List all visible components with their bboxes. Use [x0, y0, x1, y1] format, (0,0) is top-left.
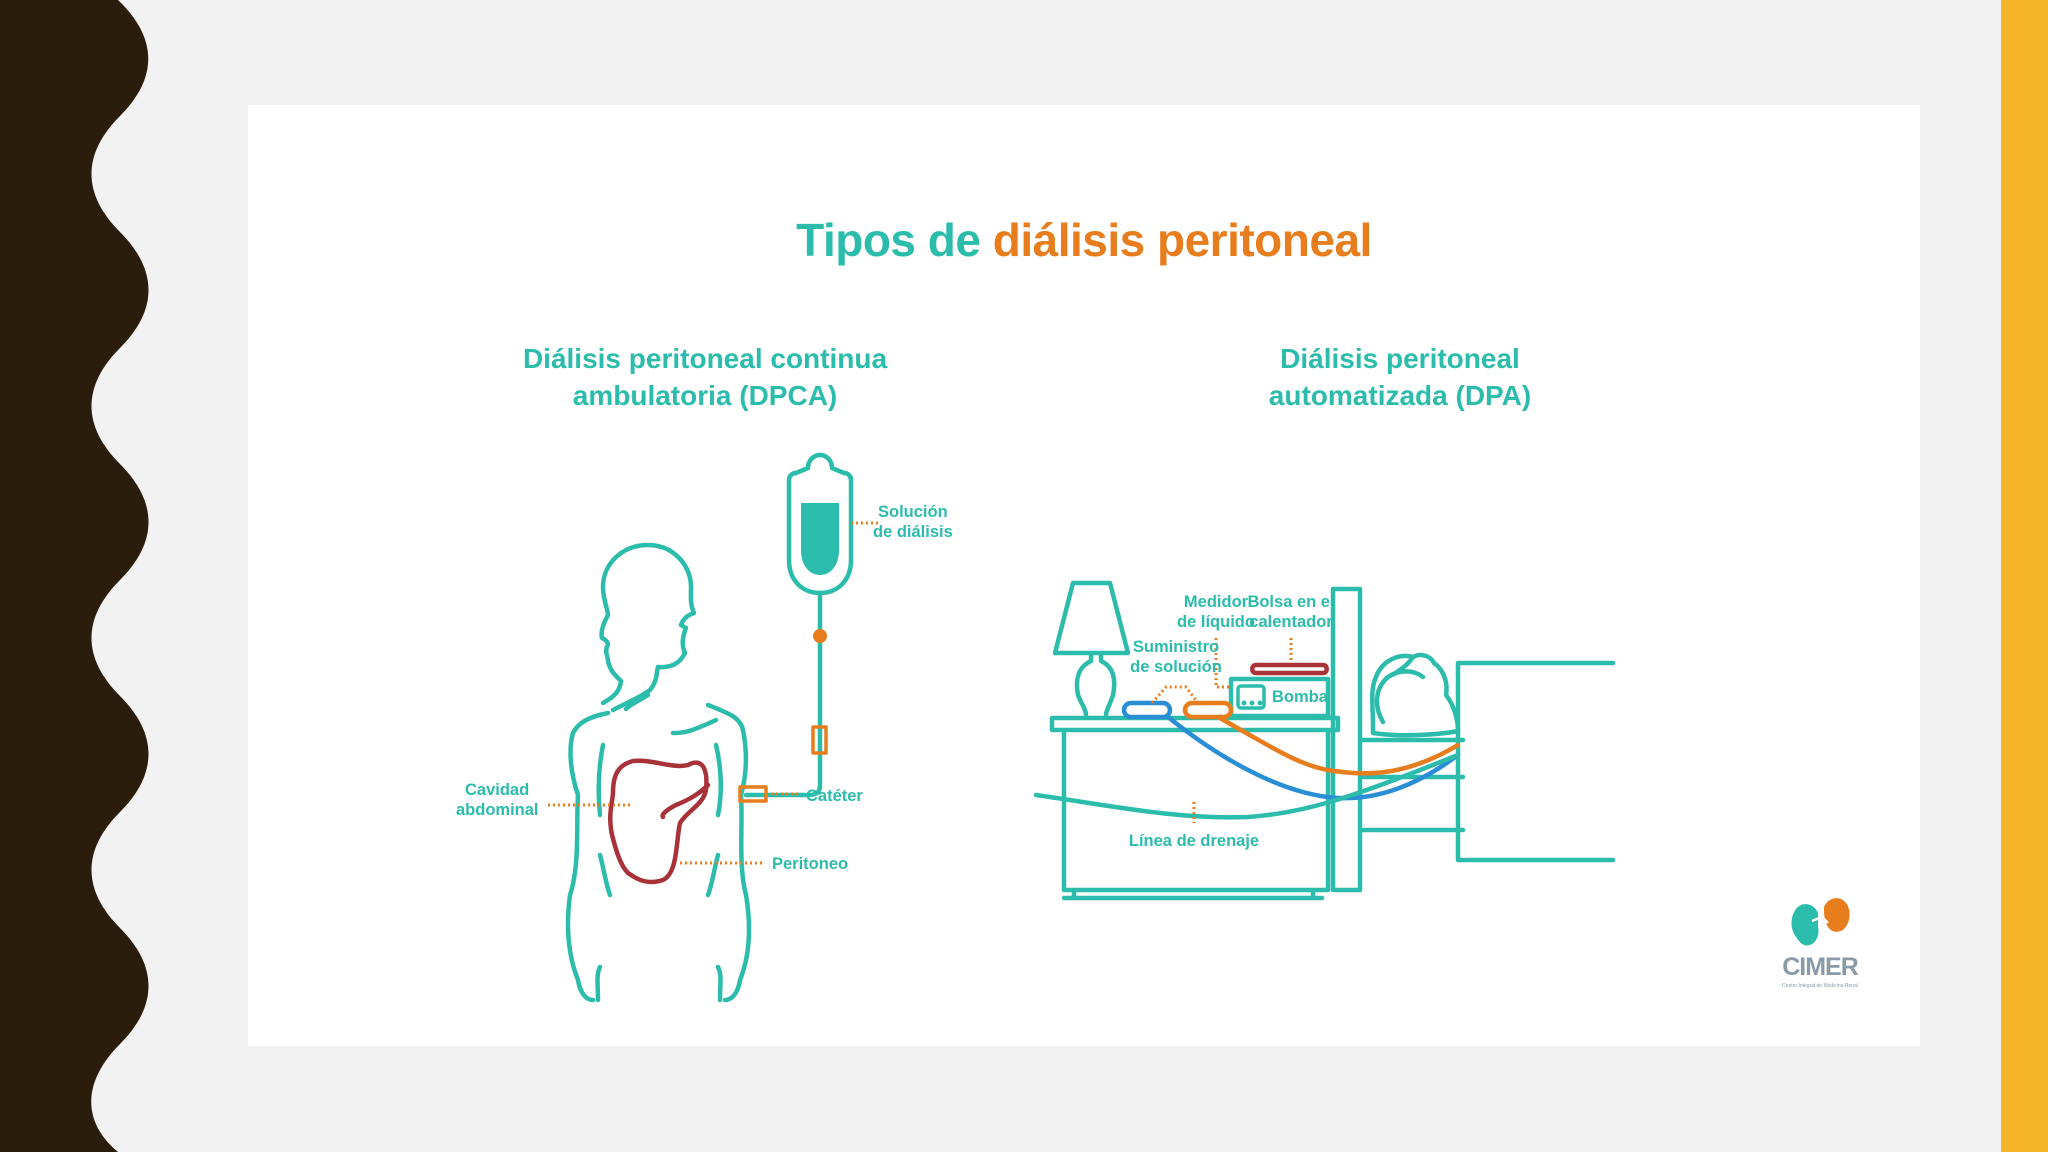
patient-head	[1370, 652, 1461, 738]
catheter-clamp	[811, 725, 828, 755]
dialysis-diagram: Solución de diálisis Catéter Cavidad abd…	[456, 452, 1616, 1003]
warmer-bag	[1250, 662, 1329, 676]
lamp-shade	[1052, 580, 1131, 656]
dpca-heading-line2: ambulatoria (DPCA)	[572, 380, 838, 411]
lamp-base	[1074, 650, 1117, 718]
drip-chamber	[813, 629, 827, 643]
label-medidor-1: Medidor	[1184, 593, 1249, 611]
peritoneum-outline	[608, 758, 709, 885]
label-medidor-2: de líquido	[1177, 613, 1255, 631]
dpca-heading-line1: Diálisis peritoneal continua	[522, 343, 888, 374]
tube-orange	[1215, 714, 1461, 776]
label-linea-drenaje: Línea de drenaje	[1129, 832, 1259, 850]
dpca-leader-lines	[548, 521, 878, 865]
accent-bar	[2001, 0, 2048, 1152]
label-solucion-1: Solución	[878, 503, 948, 521]
headboard	[1330, 586, 1363, 893]
dpa-heading-line1: Diálisis peritoneal	[1280, 343, 1520, 374]
dialysis-machine	[1228, 676, 1331, 719]
label-bolsa-2: calentador	[1249, 613, 1333, 631]
slide-title: Tipos de diálisis peritoneal	[248, 213, 1920, 267]
label-bomba: Bomba	[1272, 688, 1329, 706]
cimer-logo-icon	[1791, 898, 1850, 946]
dpa-heading-line2: automatizada (DPA)	[1268, 380, 1532, 411]
slide-card: Tipos de diálisis peritoneal Diálisis pe…	[248, 105, 1920, 1046]
machine-screen	[1236, 684, 1266, 710]
dpa-leader-lines	[1150, 638, 1293, 823]
dpa-illustration	[1033, 580, 1616, 901]
iv-solution-fill	[801, 503, 839, 575]
dpca-illustration	[565, 452, 854, 1003]
title-part-orange: diálisis peritoneal	[992, 214, 1373, 266]
iv-bag	[786, 452, 854, 596]
nightstand	[1049, 715, 1341, 901]
label-suministro-2: de solución	[1130, 658, 1222, 676]
label-cavidad-2: abdominal	[456, 801, 539, 819]
label-solucion-2: de diálisis	[873, 523, 953, 541]
bed-frame	[1357, 660, 1616, 863]
label-suministro-1: Suministro	[1133, 638, 1219, 656]
label-cavidad-1: Cavidad	[465, 781, 529, 799]
label-peritoneo: Peritoneo	[772, 855, 848, 873]
dpca-heading: Diálisis peritoneal continua ambulatoria…	[475, 340, 935, 414]
logo-tagline: Centro Integral de Medicina Renal	[1782, 983, 1858, 989]
supply-bag-orange	[1182, 700, 1234, 720]
wavy-border-decoration	[0, 0, 149, 1152]
iv-tube	[743, 590, 823, 798]
dpa-heading: Diálisis peritoneal automatizada (DPA)	[1170, 340, 1630, 414]
drain-line	[1033, 752, 1461, 820]
logo-wordmark: CIMER	[1782, 953, 1859, 981]
label-bolsa-1: Bolsa en el	[1247, 593, 1334, 611]
supply-bag-blue	[1121, 700, 1173, 720]
title-part-teal: Tipos de	[796, 214, 981, 266]
label-cateter: Catéter	[806, 787, 863, 805]
catheter-connector	[738, 785, 768, 803]
machine-buttons	[1241, 700, 1263, 706]
human-silhouette	[599, 542, 719, 736]
